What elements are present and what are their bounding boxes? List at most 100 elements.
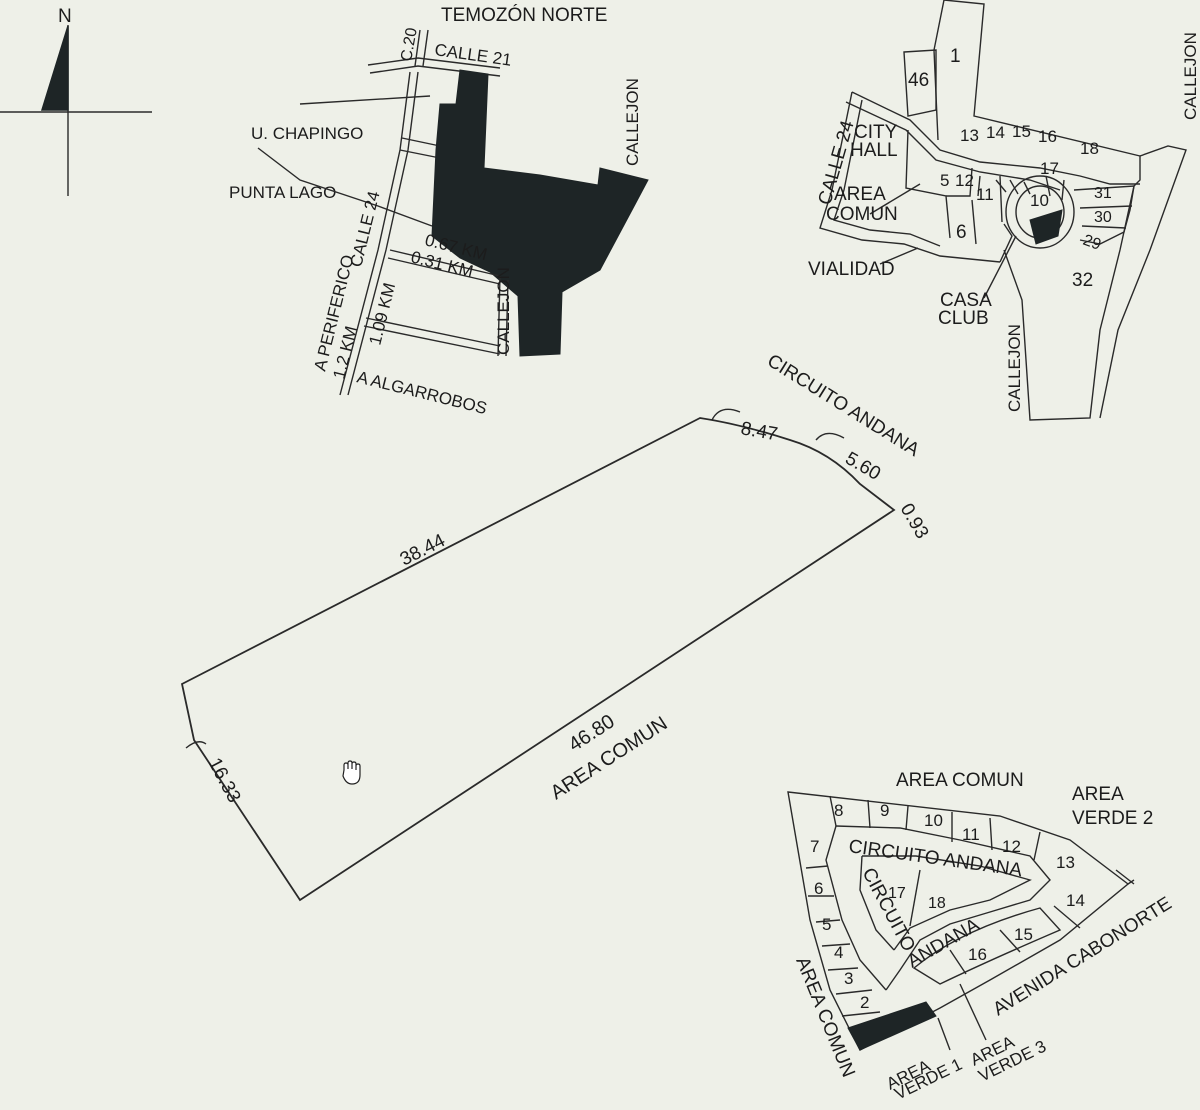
punta-lago-label: PUNTA LAGO — [229, 183, 336, 202]
north-arrow: N — [0, 6, 152, 196]
main-road-north — [851, 91, 1140, 185]
key-lot-17: 17 — [888, 885, 906, 902]
a-algarrobos-road — [365, 317, 501, 347]
arc-marker-8-47 — [711, 408, 741, 421]
hand-cursor-icon — [342, 760, 361, 785]
arc-8-47-label: 8.47 — [739, 418, 779, 445]
area-verde-3-leader — [959, 983, 987, 1041]
site-comun-label: COMUN — [826, 204, 898, 225]
a-algarrobos-label: A ALGARROBOS — [355, 367, 489, 418]
side-0-93-label: 0.93 — [896, 500, 933, 543]
site-lot-17: 17 — [1040, 159, 1059, 178]
lot-31-30-29 — [1073, 185, 1135, 245]
a-algarrobos-road-edge — [363, 325, 501, 355]
key-plan-outline — [787, 791, 1130, 1051]
site-lot-18: 18 — [1080, 139, 1099, 158]
lot-31-30-dividers — [1079, 205, 1133, 229]
lot-outline — [180, 417, 896, 902]
calle-20-road — [414, 29, 421, 67]
lot-46 — [903, 49, 937, 117]
road-0-67-edge — [387, 257, 501, 285]
lot-divider-d — [999, 175, 1003, 223]
lot-divider-c — [971, 199, 977, 245]
callejon-top-label: CALLEJON — [623, 78, 642, 166]
site-parcel-block — [431, 69, 649, 357]
city-label: CITY — [854, 122, 898, 143]
callejon-bottom-label: CALLEJON — [494, 267, 513, 355]
key-plan: AREA COMUN AREA VERDE 2 CIRCUITO ANDANA … — [787, 770, 1176, 1104]
area-verde-1-leader — [937, 1017, 951, 1051]
lot-dividers-small — [995, 175, 1065, 201]
key-lot-13: 13 — [1056, 853, 1075, 872]
site-lot-46: 46 — [908, 70, 929, 91]
distance-1-09-label: 1.09 KM — [365, 281, 399, 347]
key-area-verde-2-line2: VERDE 2 — [1072, 808, 1153, 829]
key-top-row-dividers — [829, 795, 1041, 861]
key-lot-3: 3 — [844, 969, 853, 988]
circuito-andana-label: CIRCUITO ANDANA — [763, 350, 923, 461]
site-lot-14: 14 — [986, 123, 1005, 142]
key-lot-15: 15 — [1014, 925, 1033, 944]
key-lot-10: 10 — [924, 811, 943, 830]
key-left-column-dividers — [805, 865, 881, 1017]
vialidad-label: VIALIDAD — [808, 259, 895, 280]
u-chapingo-road — [401, 137, 441, 147]
calle-24-road-edge — [347, 71, 419, 396]
north-label: N — [58, 6, 72, 27]
lot-detail: CIRCUITO ANDANA 8.47 5.60 0.93 38.44 46.… — [180, 350, 933, 902]
callejon-road-edge — [505, 279, 509, 357]
calle-20-road-edge — [422, 29, 429, 67]
leader-line — [299, 95, 431, 105]
key-lot-5: 5 — [822, 915, 831, 934]
key-lot-11: 11 — [962, 825, 980, 844]
site-lot-29: 29 — [1081, 232, 1104, 254]
key-lot-14: 14 — [1066, 891, 1085, 910]
hall-label: HALL — [850, 140, 898, 161]
site-lot-11: 11 — [976, 185, 994, 204]
key-area-verde-2-line1: AREA — [1072, 784, 1124, 805]
area-comun-leader — [869, 183, 921, 215]
arc-5-60-label: 5.60 — [842, 448, 885, 485]
punta-lago-road — [257, 147, 433, 227]
casa-club-leader — [983, 235, 1017, 299]
site-lot-15: 15 — [1012, 122, 1031, 141]
site-boundary — [943, 0, 1141, 421]
casa-club-edge — [999, 223, 1013, 263]
avenida-cabonorte-label: AVENIDA CABONORTE — [990, 893, 1176, 1020]
key-lot-12: 12 — [1002, 837, 1021, 856]
key-lot-18: 18 — [928, 895, 946, 912]
key-lot-2: 2 — [860, 993, 869, 1012]
site-boundary-right — [1099, 145, 1187, 419]
key-lot-4: 4 — [834, 943, 843, 962]
site-area-label: AREA — [834, 184, 886, 205]
north-arrow-icon — [40, 25, 69, 111]
site-lot-16: 16 — [1038, 127, 1057, 146]
lot-divider-a — [905, 129, 951, 239]
main-road-north-edge — [845, 101, 1061, 191]
lot-divider-b — [946, 167, 973, 197]
site-lot-12: 12 — [955, 171, 974, 190]
location-map: TEMOZÓN NORTE CALLE 21 C.20 U. CHAPINGO … — [229, 4, 649, 418]
calle-20-label: C.20 — [398, 26, 421, 62]
site-lot-32: 32 — [1072, 270, 1093, 291]
roundabout-ring — [1005, 175, 1075, 249]
callejon-road — [497, 275, 501, 357]
casa-club-block — [1029, 209, 1063, 245]
circuito-andana-inner — [862, 855, 1032, 951]
main-road-west-edge — [833, 99, 941, 247]
road-0-67 — [389, 249, 501, 277]
casa-label: CASA — [940, 290, 992, 311]
arc-marker-5-60 — [815, 432, 845, 441]
circuito-andana-outer — [835, 825, 1051, 991]
key-lot-16: 16 — [968, 945, 987, 964]
arc-16-33-label: 16.33 — [204, 754, 245, 806]
site-callejon-right-label: CALLEJON — [1181, 32, 1200, 120]
circuito-andana-west — [825, 825, 887, 991]
area-verde-2-leader — [1115, 869, 1135, 885]
selected-lot-block — [847, 1001, 937, 1051]
u-chapingo-road-edge — [399, 149, 441, 159]
arc-marker-16-33 — [185, 741, 207, 749]
site-map: 1 46 13 14 15 16 18 17 5 12 11 10 31 30 … — [808, 0, 1200, 421]
